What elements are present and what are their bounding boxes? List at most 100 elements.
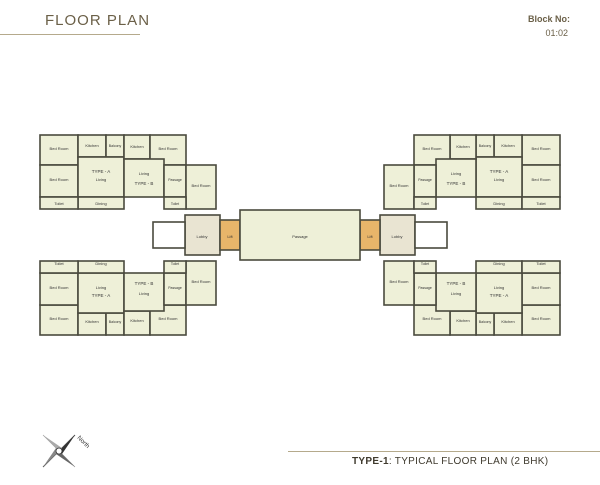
kitchen-label: Kitchen — [501, 319, 514, 324]
living-b — [123, 158, 165, 198]
kitchen-b — [123, 310, 151, 336]
bedroom-b2 — [383, 260, 415, 306]
type-b-label: TYPE - B — [135, 181, 154, 186]
toilet-label: Toilet — [171, 262, 179, 266]
type-a-label: TYPE - A — [490, 169, 509, 174]
bedroom-label: Bed Room — [192, 183, 212, 188]
lift-label: Lift — [367, 234, 373, 239]
kitchen-label: Kitchen — [456, 144, 469, 149]
toilet-b — [413, 260, 437, 274]
kitchen-label: Kitchen — [501, 143, 514, 148]
type-a-label: TYPE - A — [92, 169, 111, 174]
kitchen-label: Kitchen — [130, 144, 143, 149]
toilet-kitchen — [77, 312, 107, 336]
bedroom-label: Bed Room — [390, 279, 410, 284]
staircase-right — [414, 221, 448, 249]
bedroom — [39, 272, 79, 306]
block-label: Block No: — [527, 14, 570, 24]
bedroom-b2 — [185, 164, 217, 210]
toilet-label: Toilet — [421, 202, 429, 206]
balcony-label: Balcony — [479, 320, 492, 324]
balcony-label: Balcony — [109, 320, 122, 324]
bedroom-label: Bed Room — [532, 285, 552, 290]
living-label: Living — [96, 177, 106, 182]
bedroom-label: Bed Room — [50, 285, 70, 290]
balcony — [475, 312, 495, 336]
type-a-label: TYPE - A — [490, 293, 509, 298]
living — [77, 272, 125, 314]
living-label: Living — [139, 171, 149, 176]
staircase-left — [152, 221, 186, 249]
balcony — [105, 312, 125, 336]
toilet — [521, 260, 561, 274]
lobby-label: Lobby — [392, 234, 403, 239]
living-label: Living — [451, 171, 461, 176]
living-label: Living — [139, 291, 149, 296]
north-compass-icon: North — [35, 425, 95, 475]
page-title: FLOOR PLAN — [45, 12, 151, 29]
toilet-kitchen — [493, 312, 523, 336]
toilet-label: Toilet — [54, 261, 64, 266]
lobby-label: Lobby — [197, 234, 208, 239]
passage-label: Passage — [168, 178, 182, 182]
kitchen-b — [449, 134, 477, 160]
toilet-b — [163, 196, 187, 210]
bedroom-label: Bed Room — [532, 316, 552, 321]
toilet-label: Toilet — [536, 261, 546, 266]
bedroom-label: Bed Room — [423, 316, 443, 321]
bedroom-b — [413, 304, 451, 336]
dining-label: Dining — [493, 261, 504, 266]
balcony-label: Balcony — [109, 144, 122, 148]
bedroom-label: Bed Room — [50, 146, 70, 151]
balcony-label: Balcony — [479, 144, 492, 148]
bedroom-label: Bed Room — [159, 146, 179, 151]
toilet — [39, 196, 79, 210]
header: FLOOR PLAN Block No: 01:02 — [0, 0, 600, 40]
toilet-label: Toilet — [536, 201, 546, 206]
bedroom-label: Bed Room — [50, 177, 70, 182]
passage-label: Passage — [418, 178, 432, 182]
bedroom — [39, 134, 79, 166]
title-underline — [0, 34, 140, 35]
central-corridor — [239, 209, 361, 261]
caption-desc: : TYPICAL FLOOR PLAN (2 BHK) — [388, 456, 549, 467]
living-label: Living — [494, 285, 504, 290]
kitchen-label: Kitchen — [85, 319, 98, 324]
toilet-label: Toilet — [421, 262, 429, 266]
kitchen-b — [123, 134, 151, 160]
plan-caption: TYPE-1: TYPICAL FLOOR PLAN (2 BHK) — [352, 456, 548, 467]
bedroom-b2 — [185, 260, 217, 306]
bedroom-label: Bed Room — [532, 146, 552, 151]
toilet-label: Toilet — [54, 201, 64, 206]
corridor-label: Passage — [292, 234, 308, 239]
lobby-left — [184, 214, 221, 256]
type-b-label: TYPE - B — [447, 281, 466, 286]
kitchen-label: Kitchen — [130, 318, 143, 323]
kitchen-label: Kitchen — [456, 318, 469, 323]
living-label: Living — [494, 177, 504, 182]
dining-label: Dining — [95, 201, 106, 206]
passage-label: Passage — [418, 286, 432, 290]
toilet — [521, 196, 561, 210]
living-b — [123, 272, 165, 312]
dining-label: Dining — [95, 261, 106, 266]
type-b-label: TYPE - B — [135, 281, 154, 286]
block-value: 01:02 — [545, 28, 568, 38]
toilet-b — [163, 260, 187, 274]
dining-label: Dining — [493, 201, 504, 206]
bedroom-label: Bed Room — [50, 316, 70, 321]
passage-label: Passage — [168, 286, 182, 290]
caption-rule — [288, 451, 600, 452]
bedroom-b2 — [383, 164, 415, 210]
toilet-b — [413, 196, 437, 210]
type-b-label: TYPE - B — [447, 181, 466, 186]
type-a-label: TYPE - A — [92, 293, 111, 298]
bedroom-label: Bed Room — [532, 177, 552, 182]
caption-type: TYPE-1 — [352, 456, 389, 467]
lift-label: Lift — [227, 234, 233, 239]
toilet — [39, 260, 79, 274]
north-label: North — [76, 435, 91, 450]
bedroom-label: Bed Room — [192, 279, 212, 284]
